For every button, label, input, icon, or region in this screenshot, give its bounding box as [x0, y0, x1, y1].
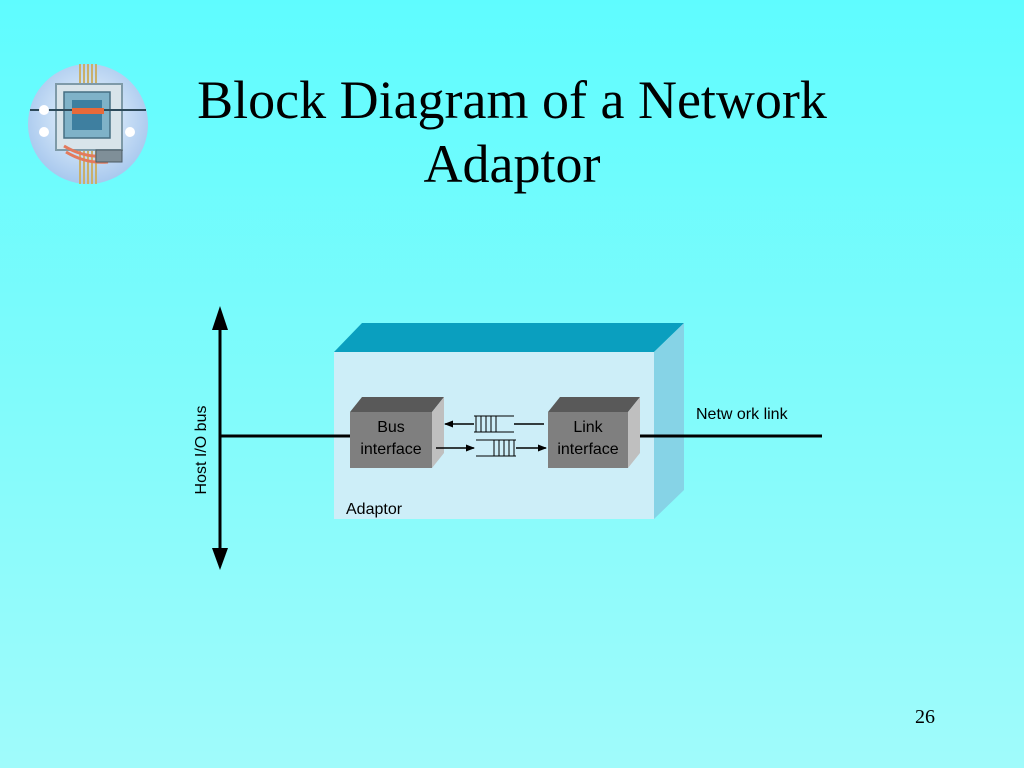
- link-interface-label-line-2: interface: [557, 441, 618, 458]
- link-interface-label-line-1: Link: [573, 419, 603, 436]
- bus-interface-side: [432, 397, 444, 468]
- network-link-label: Netw ork link: [696, 406, 789, 423]
- bus-interface-label-line-1: Bus: [377, 419, 405, 436]
- link-interface-block: [548, 397, 640, 468]
- link-interface-top: [548, 397, 640, 412]
- title-line-1: Block Diagram of a Network: [197, 70, 827, 130]
- adaptor-label: Adaptor: [346, 501, 403, 518]
- host-io-bus-arrow: [212, 306, 228, 570]
- bus-interface-top: [350, 397, 444, 412]
- circuit-globe-logo-icon: [28, 64, 148, 184]
- adaptor-box: [334, 323, 684, 519]
- bus-interface-block: [350, 397, 444, 468]
- transmit-queue: [436, 439, 547, 457]
- link-interface-side: [628, 397, 640, 468]
- receive-queue: [444, 415, 544, 433]
- link-interface-front: [548, 412, 628, 468]
- slide-title: Block Diagram of a Network Adaptor: [140, 68, 884, 196]
- host-io-bus-label: Host I/O bus: [193, 406, 210, 495]
- bus-interface-front: [350, 412, 432, 468]
- adaptor-box-side: [654, 323, 684, 519]
- adaptor-box-top: [334, 323, 684, 352]
- page-number: 26: [915, 706, 935, 728]
- bus-interface-label-line-2: interface: [360, 441, 421, 458]
- title-line-2: Adaptor: [423, 134, 601, 194]
